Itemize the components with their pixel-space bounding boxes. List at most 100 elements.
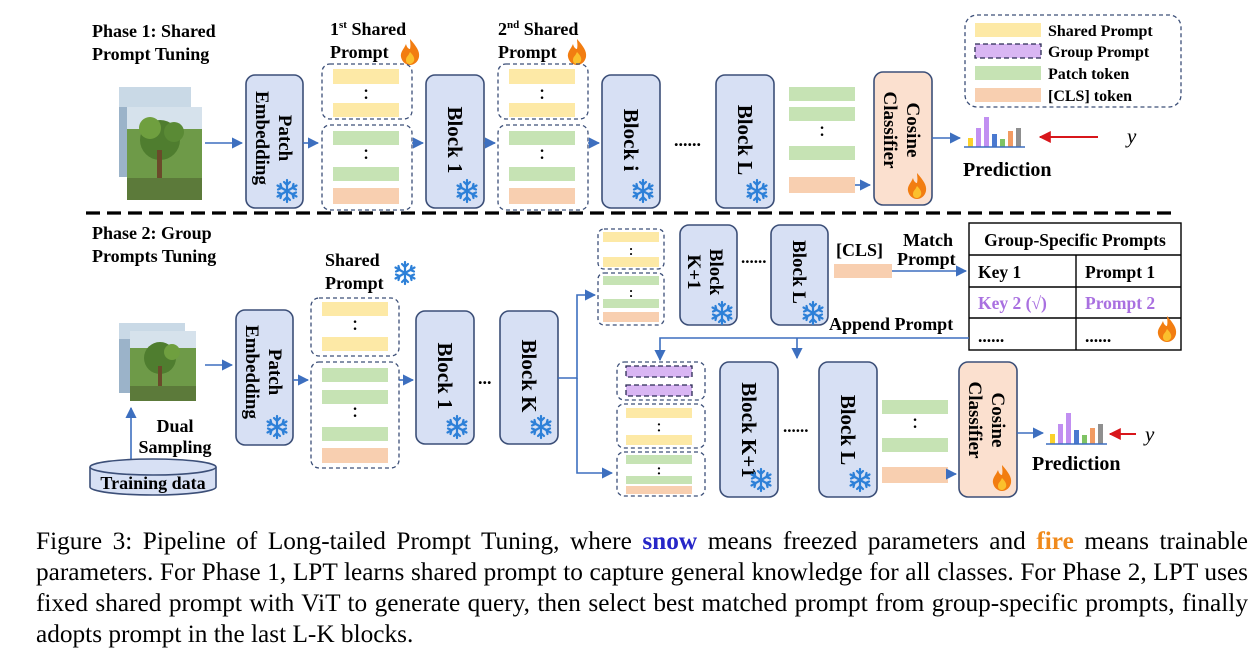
phase1-block-1: Block 1 [425,74,485,209]
svg-text:Block 1: Block 1 [433,342,457,409]
legend-patch-token: Patch token [1048,66,1129,83]
svg-text:Training data: Training data [100,473,205,493]
svg-text:·: · [352,321,357,338]
phase2-input-image [119,323,196,401]
svg-text:·: · [363,90,368,107]
phase1-y-label: y [1125,124,1137,148]
phase1-token-group-1: · · · · [321,63,413,211]
svg-text:·: · [539,90,544,107]
legend-cls-token: [CLS] token [1048,88,1132,105]
svg-text:BlockK+1: BlockK+1 [683,249,726,296]
figure-caption: Figure 3: Pipeline of Long-tailed Prompt… [36,526,1248,650]
phase2-ellipsis-upper: ...... [741,248,767,267]
svg-text:·: · [539,143,544,160]
table-prompt-2: Prompt 2 [1085,293,1155,313]
svg-text:·: · [352,401,357,418]
phase1-token-group-2: · · · · [497,63,589,211]
svg-text:·: · [657,424,662,439]
svg-text:·: · [363,150,368,167]
svg-text:Block L: Block L [788,240,809,304]
phase2-cls-token [834,264,892,278]
svg-text:Block K+1: Block K+1 [737,382,761,477]
phase2-block-1: Block 1 [415,310,475,445]
caption-suffix: means trainable parameters. For Phase 1,… [36,527,1248,648]
svg-text:Block L: Block L [836,395,860,466]
caption-middle: means freezed parameters and [697,527,1037,555]
svg-text:·: · [629,283,633,298]
svg-text:·: · [539,83,544,100]
phase2-output-tokens: · · [882,400,948,483]
phase1-output-tokens: · · [789,87,855,193]
phase1-prediction-bars [964,117,1025,148]
phase2-lower-block-K1: Block K+1 [719,361,779,498]
table-key-2: Key 2 (√) [978,293,1047,313]
table-prompt-more: ...... [1085,326,1111,346]
svg-text:·: · [363,143,368,160]
phase1-ellipsis: ...... [674,130,701,150]
training-data-cylinder: Training data [89,458,217,496]
svg-text:Block K: Block K [517,340,541,414]
phase2-lower-block-L: Block L [818,361,878,498]
fire-icon [400,39,420,65]
svg-text:·: · [629,241,633,256]
snow-icon [394,260,416,286]
legend-shared-prompt: Shared Prompt [1048,23,1153,40]
fire-icon [567,39,587,65]
svg-text:·: · [912,412,917,429]
caption-snow-word: snow [642,527,698,555]
caption-prefix: Figure 3: Pipeline of Long-tailed Prompt… [36,527,643,555]
svg-text:PatchEmbedding: PatchEmbedding [251,91,295,185]
svg-text:·: · [539,150,544,167]
svg-text:·: · [352,408,357,425]
phase1-prediction-label: Prediction [963,159,1052,181]
phase2-block-K: Block K [499,310,559,445]
svg-text:·: · [352,314,357,331]
phase2-patch-embedding: PatchEmbedding [235,309,294,446]
phase2-token-group: · · · · [310,297,400,469]
phase1-input-image [119,87,202,200]
phase2-prediction-bars [1046,413,1107,445]
phase2-y-label: y [1143,422,1155,446]
svg-text:·: · [819,120,824,137]
phase2-upper-block-K1: BlockK+1 [679,224,738,326]
svg-text:CosineClassifier: CosineClassifier [964,381,1008,459]
table-prompt-1: Prompt 1 [1085,262,1155,282]
phase2-append-prompt-label: Append Prompt [829,314,953,334]
table-header: Group-Specific Prompts [984,230,1166,250]
phase1-block-i: Block i [601,74,661,209]
group-specific-prompts-table: Group-Specific Prompts Key 1 Prompt 1 Ke… [968,222,1182,351]
legend: Shared Prompt Group Prompt Patch token [… [964,14,1182,108]
svg-text:Block L: Block L [733,105,757,176]
phase2-cls-label: [CLS] [836,240,883,260]
phase2-upper-block-L: Block L [770,224,829,326]
svg-text:·: · [819,127,824,144]
phase2-prediction-label: Prediction [1032,453,1121,475]
legend-group-prompt: Group Prompt [1048,44,1150,61]
svg-text:Block i: Block i [619,109,643,172]
svg-text:·: · [363,83,368,100]
svg-text:·: · [629,288,633,303]
phase2-lower-token-group: · · · · [616,361,706,497]
svg-text:·: · [629,246,633,261]
phase2-ellipsis-lower: ...... [783,417,809,436]
svg-text:·: · [912,419,917,436]
phase2-cosine-classifier: CosineClassifier [958,361,1018,498]
svg-text:·: · [657,462,662,477]
svg-text:Block 1: Block 1 [443,106,467,173]
phase1-block-L: Block L [715,74,775,209]
caption-fire-word: fire [1036,527,1074,555]
svg-text:·: · [657,418,662,433]
svg-text:·: · [657,467,662,482]
table-key-1: Key 1 [978,262,1021,282]
phase1-patch-embedding: PatchEmbedding [245,74,304,209]
phase2-upper-token-group: · · · · [597,228,665,326]
table-key-more: ...... [978,326,1004,346]
svg-text:PatchEmbedding: PatchEmbedding [241,325,285,419]
